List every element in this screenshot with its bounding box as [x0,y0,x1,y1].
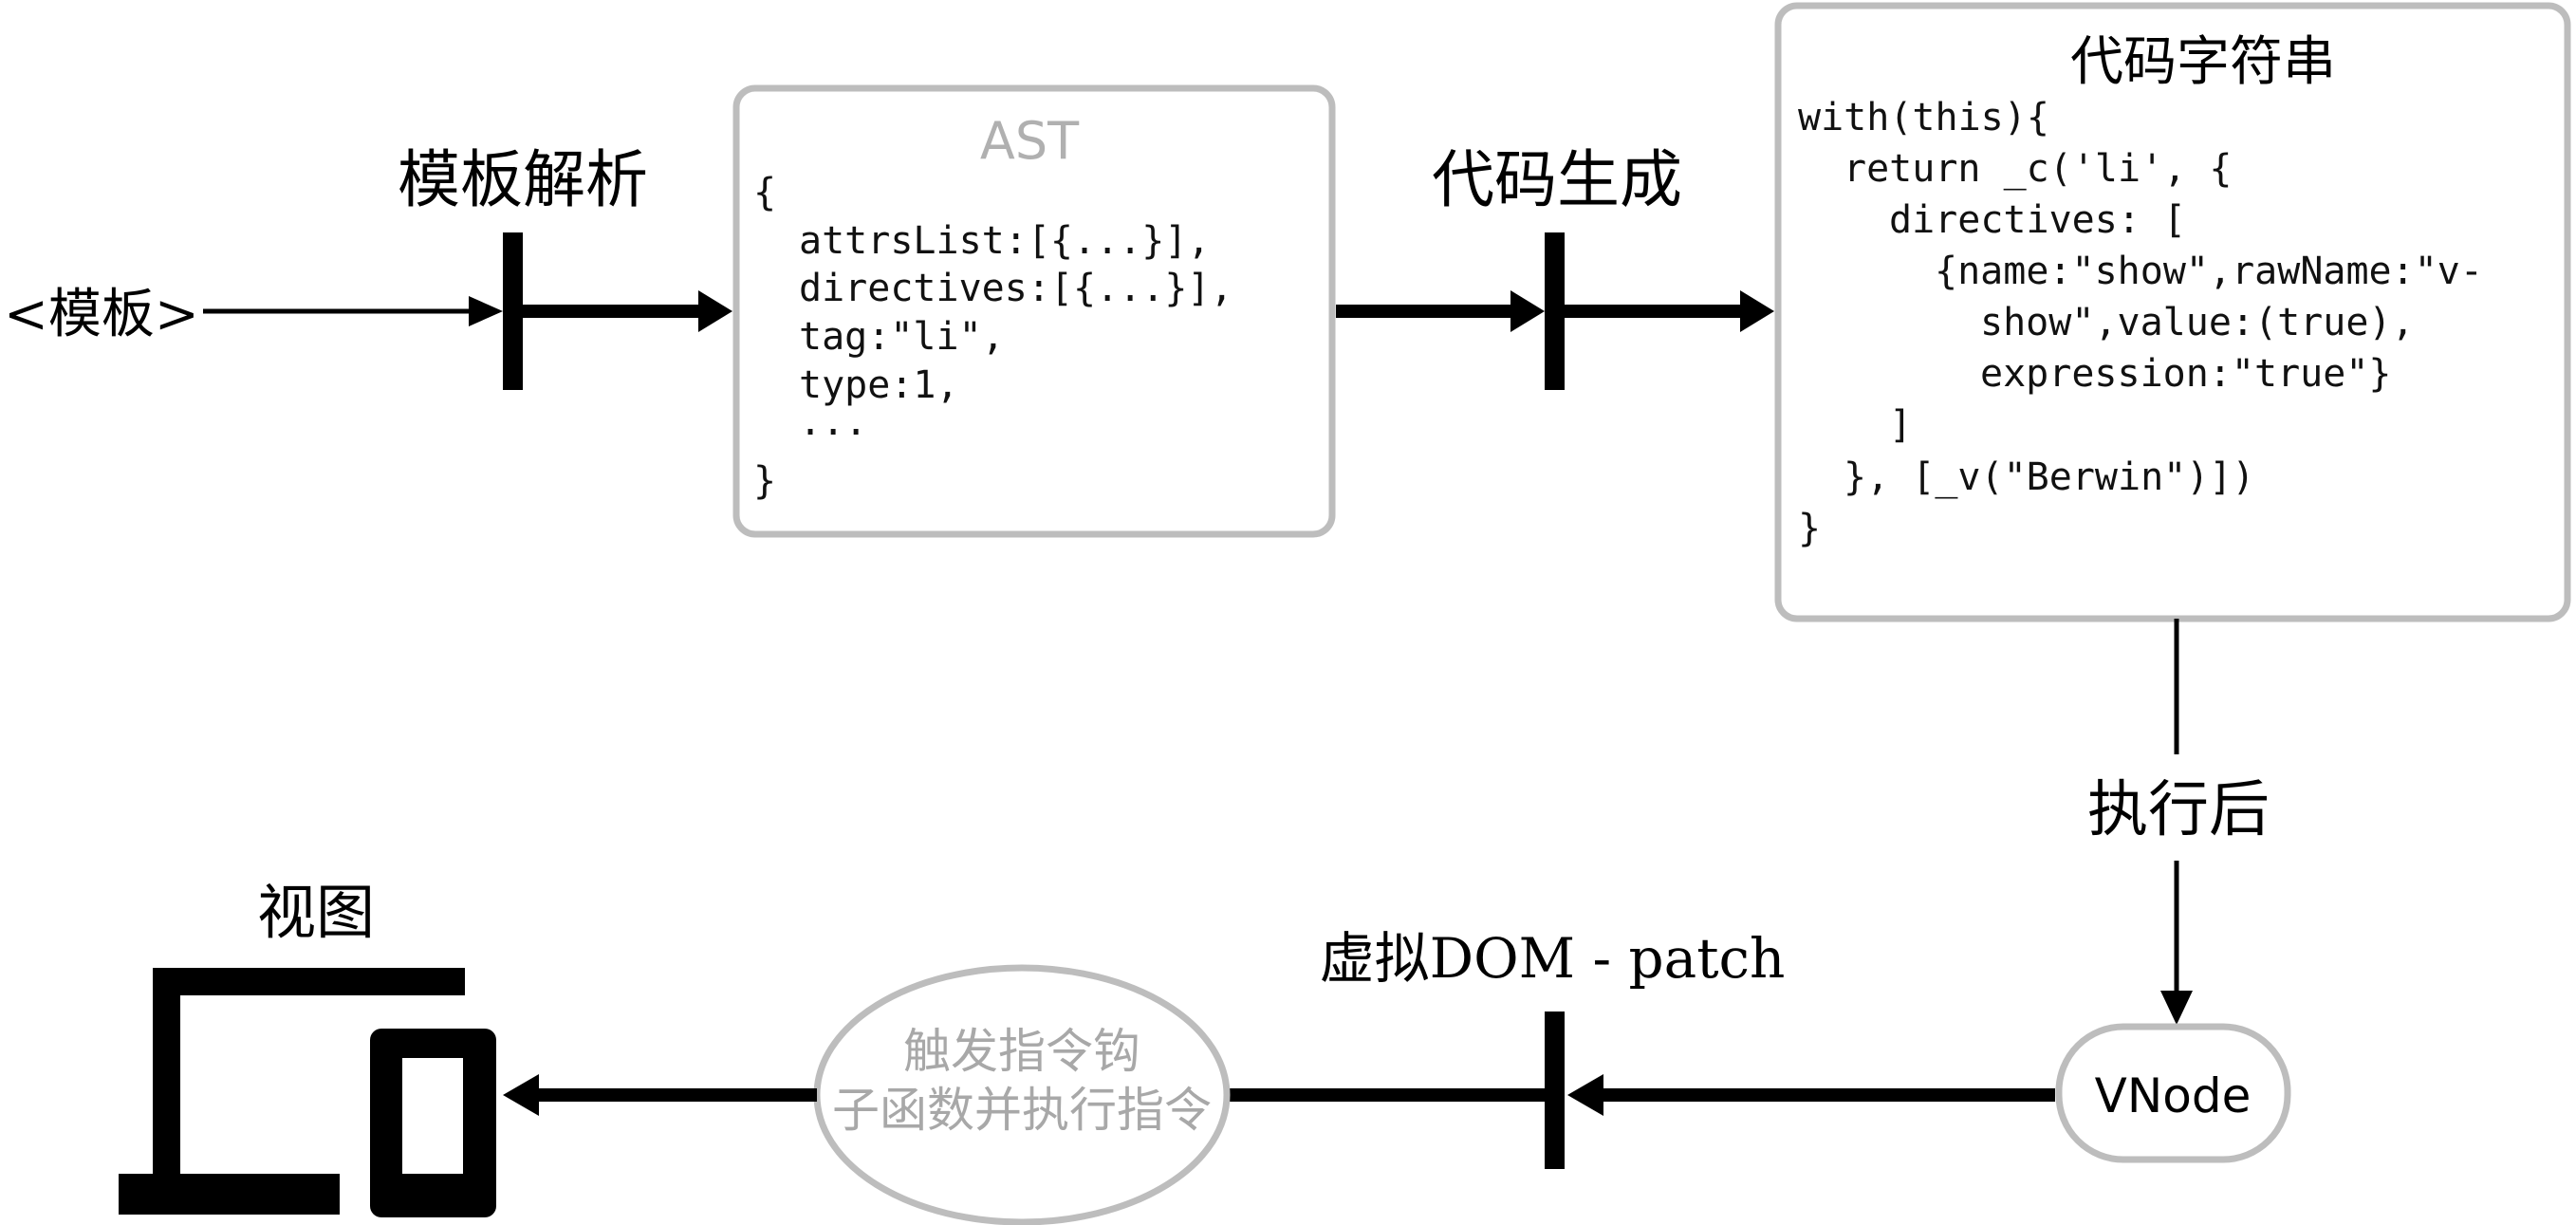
ast-line: ··· [799,411,867,455]
monitor-top-bar [153,968,465,995]
code-line: ] [1889,403,1912,447]
monitor-base-bar [119,1174,340,1215]
parse-stage-label: 模板解析 [398,143,648,216]
directive-hook-ellipse: 触发指令钩 子函数并执行指令 [813,964,1231,1225]
directive-hook-line: 触发指令钩 [903,1024,1140,1079]
code-string-title: 代码字符串 [2070,31,2336,93]
vnode-label: VNode [2095,1068,2252,1123]
vnode-box: VNode [2055,1023,2291,1163]
phone-screen [402,1058,463,1174]
view-devices-icon [119,968,496,1217]
ast-box: AST { attrsList:[{...}], directives:[{..… [732,84,1336,538]
hook-to-view-arrow [503,1074,817,1116]
ast-title: AST [980,111,1080,171]
code-line: show",value:(true), [1980,301,2415,344]
code-line: expression:"true"} [1980,352,2391,396]
code-line: directives: [ [1889,198,2186,242]
patch-stage-label: 虚拟DOM - patch [1320,926,1786,991]
ast-line: attrsList:[{...}], [799,219,1210,263]
ast-line: type:1, [799,363,959,407]
monitor-left-bar [153,968,180,1177]
ast-line: { [753,171,776,214]
codegen-stage-bar [1545,232,1565,390]
code-string-box: 代码字符串 with(this){ return _c('li', { dire… [1774,2,2571,622]
ast-to-codegen-arrow [1336,290,1545,332]
vnode-to-patch-arrow [1567,1074,2055,1116]
patch-stage-bar [1545,1012,1565,1169]
execute-label: 执行后 [2087,775,2270,845]
parse-stage-bar [503,232,523,390]
ast-line: } [753,459,776,503]
code-line: with(this){ [1798,96,2049,139]
codegen-to-code-arrow [1565,290,1774,332]
code-line: } [1798,507,1821,550]
code-line: return _c('li', { [1844,147,2232,191]
parse-to-ast-arrow [523,290,732,332]
code-line: }, [_v("Berwin")]) [1844,455,2254,499]
directive-hook-line: 子函数并执行指令 [832,1083,1212,1138]
execute-to-vnode-arrow [2160,861,2193,1025]
view-label: 视图 [257,878,375,947]
codegen-stage-label: 代码生成 [1432,143,1682,216]
ast-line: directives:[{...}], [799,267,1233,310]
code-line: {name:"show",rawName:"v- [1935,250,2483,293]
input-arrow [203,296,503,326]
input-template-label: <模板> [4,284,199,345]
ast-line: tag:"li", [799,315,1005,359]
